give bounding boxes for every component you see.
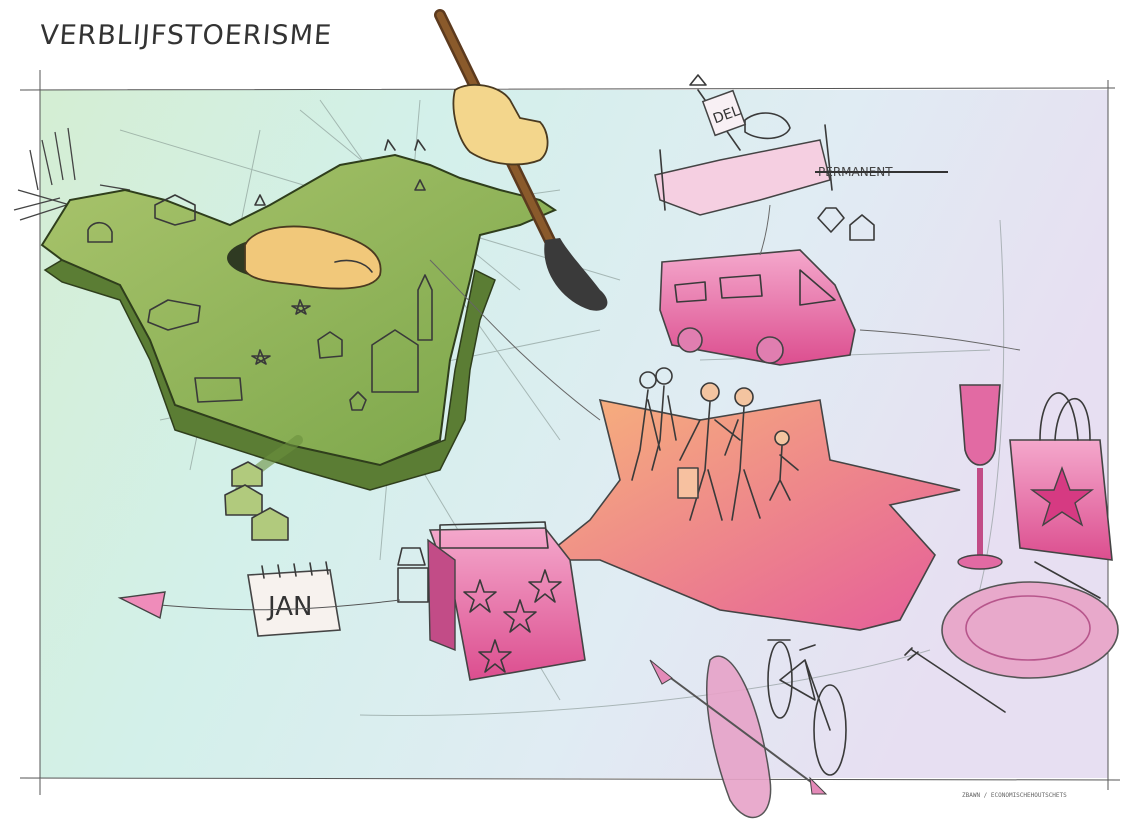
frame-lines [19, 70, 1121, 795]
finger [244, 225, 382, 290]
brush-tip [544, 238, 608, 311]
central-star [537, 367, 961, 631]
map-island [40, 139, 558, 541]
bed-with-person: DEL [654, 74, 833, 216]
map-icons [87, 139, 433, 411]
timeline-arrow [117, 591, 401, 620]
star-bed [397, 521, 586, 681]
walking-people [631, 367, 799, 521]
star-shape [537, 398, 961, 631]
hand [452, 83, 549, 166]
connector-lines [429, 204, 1021, 421]
shopping-bag [1009, 392, 1113, 561]
house-trail [224, 435, 303, 541]
page-title: VERBLIJFSTOERISME [38, 20, 334, 51]
calendar-month: JAN [266, 592, 312, 622]
sketch-hatching [13, 127, 131, 221]
kayak [649, 655, 828, 819]
calendar [247, 561, 341, 637]
bicycle [767, 639, 847, 776]
diamond-house-icons [817, 207, 875, 241]
plate-and-fork [904, 561, 1119, 713]
artist-signature: ZBAWN / ECONOMISCHEHOUTSCHETS [962, 792, 1067, 799]
wine-glass [957, 384, 1003, 570]
paintbrush-hand [434, 9, 608, 311]
camper-van [659, 249, 856, 366]
